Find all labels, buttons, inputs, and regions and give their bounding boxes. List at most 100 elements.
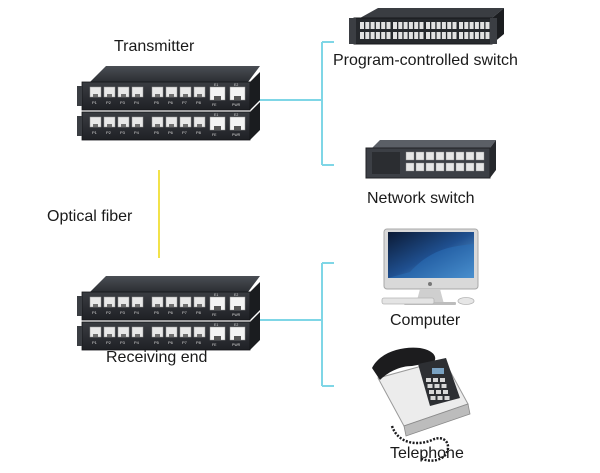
program-switch-port [381, 22, 386, 29]
device-side-panel [250, 102, 260, 140]
device-port-latch [183, 124, 188, 127]
device-port-latch [93, 334, 98, 337]
device-aux-label: E1 [214, 293, 218, 297]
program-switch-port [464, 22, 469, 29]
program-switch-port [419, 22, 424, 29]
device-port-label: P2 [106, 130, 112, 135]
device-port-label: P3 [120, 340, 126, 345]
program-switch-port [426, 22, 430, 29]
program-switch-port [436, 22, 441, 29]
device-side-panel [250, 312, 260, 350]
device-port-label: P4 [134, 310, 140, 315]
phone-key [436, 390, 441, 394]
device-ear [77, 326, 82, 346]
device-top-face [90, 66, 260, 82]
program-switch-port [365, 32, 370, 39]
network-switch-port [455, 162, 465, 172]
network-switch-port [475, 162, 485, 172]
network-switch-port [415, 151, 425, 161]
device-rj45-latch [214, 126, 221, 130]
program-switch-port [452, 32, 457, 39]
program-switch-icon [349, 8, 504, 45]
device-aux-label: FE [212, 133, 217, 137]
device-port-label: P6 [168, 340, 174, 345]
program-switch-port [360, 32, 364, 39]
program-switch-port [398, 22, 403, 29]
program-switch-port [426, 32, 430, 39]
device-rj45-latch [214, 96, 221, 100]
program-switch-port [459, 32, 463, 39]
device-port-label: P4 [134, 100, 140, 105]
device-port-latch [107, 334, 112, 337]
network-switch-port [405, 151, 415, 161]
device-aux-label: E1 [214, 323, 218, 327]
device-port-latch [183, 334, 188, 337]
device-port-latch [135, 124, 140, 127]
device-port-latch [169, 124, 174, 127]
device-aux-label: PWR [232, 103, 241, 107]
phone-key [427, 384, 433, 388]
telephone-icon [372, 347, 471, 462]
device-port-label: P2 [106, 340, 112, 345]
program-switch-port [386, 22, 391, 29]
program-switch-port [431, 22, 436, 29]
device-port-latch [155, 304, 160, 307]
device-aux-label: PWR [232, 343, 241, 347]
device-port-label: P2 [106, 100, 112, 105]
device-port-latch [93, 124, 98, 127]
phone-key [437, 396, 443, 400]
device-port-latch [93, 94, 98, 97]
program-switch-port [447, 32, 452, 39]
device-port-label: P5 [154, 340, 160, 345]
device-port-label: P6 [168, 130, 174, 135]
program-switch-port [452, 22, 457, 29]
device-aux-label: PWR [232, 313, 241, 317]
program-switch-port [408, 22, 413, 29]
transmitter-label: Transmitter [114, 38, 195, 55]
program-switch-port [393, 32, 397, 39]
device-port-label: P8 [196, 340, 202, 345]
device-rj45-latch [234, 336, 241, 340]
program-switch-port [393, 22, 397, 29]
device-port-label: P5 [154, 310, 160, 315]
device-ear [77, 116, 82, 136]
device-port-latch [197, 94, 202, 97]
network-switch-port [465, 151, 475, 161]
phone-key [430, 396, 436, 400]
device-port-latch [107, 124, 112, 127]
device-side-panel [250, 72, 260, 110]
device-port-latch [155, 124, 160, 127]
device-port-latch [197, 304, 202, 307]
optical-fiber-label: Optical fiber [47, 208, 133, 225]
program-switch-port [464, 32, 469, 39]
network-switch-port [435, 151, 445, 161]
device-rj45-latch [234, 96, 241, 100]
computer-icon [381, 228, 479, 305]
phone-key [433, 378, 438, 382]
device-rj45-latch [214, 336, 221, 340]
device-port-label: P3 [120, 310, 126, 315]
device-aux-label: E2 [234, 293, 238, 297]
device-ear [77, 296, 82, 316]
program-switch-port [403, 22, 408, 29]
program-switch-label: Program-controlled switch [333, 52, 518, 69]
program-switch-port [375, 22, 380, 29]
device-port-latch [93, 304, 98, 307]
device-aux-label: FE [212, 313, 217, 317]
program-switch-port [370, 32, 375, 39]
device-side-panel [250, 282, 260, 320]
telephone-label: Telephone [390, 445, 464, 462]
device-port-latch [121, 94, 126, 97]
network-switch-port [415, 162, 425, 172]
device-port-latch [121, 304, 126, 307]
network-switch-port [435, 162, 445, 172]
program-switch-port [403, 32, 408, 39]
program-switch-port [414, 32, 419, 39]
device-ear [77, 86, 82, 106]
program-switch-port [370, 22, 375, 29]
device-port-latch [197, 334, 202, 337]
device-port-label: P4 [134, 130, 140, 135]
program-switch-port [398, 32, 403, 39]
phone-key [444, 396, 450, 400]
